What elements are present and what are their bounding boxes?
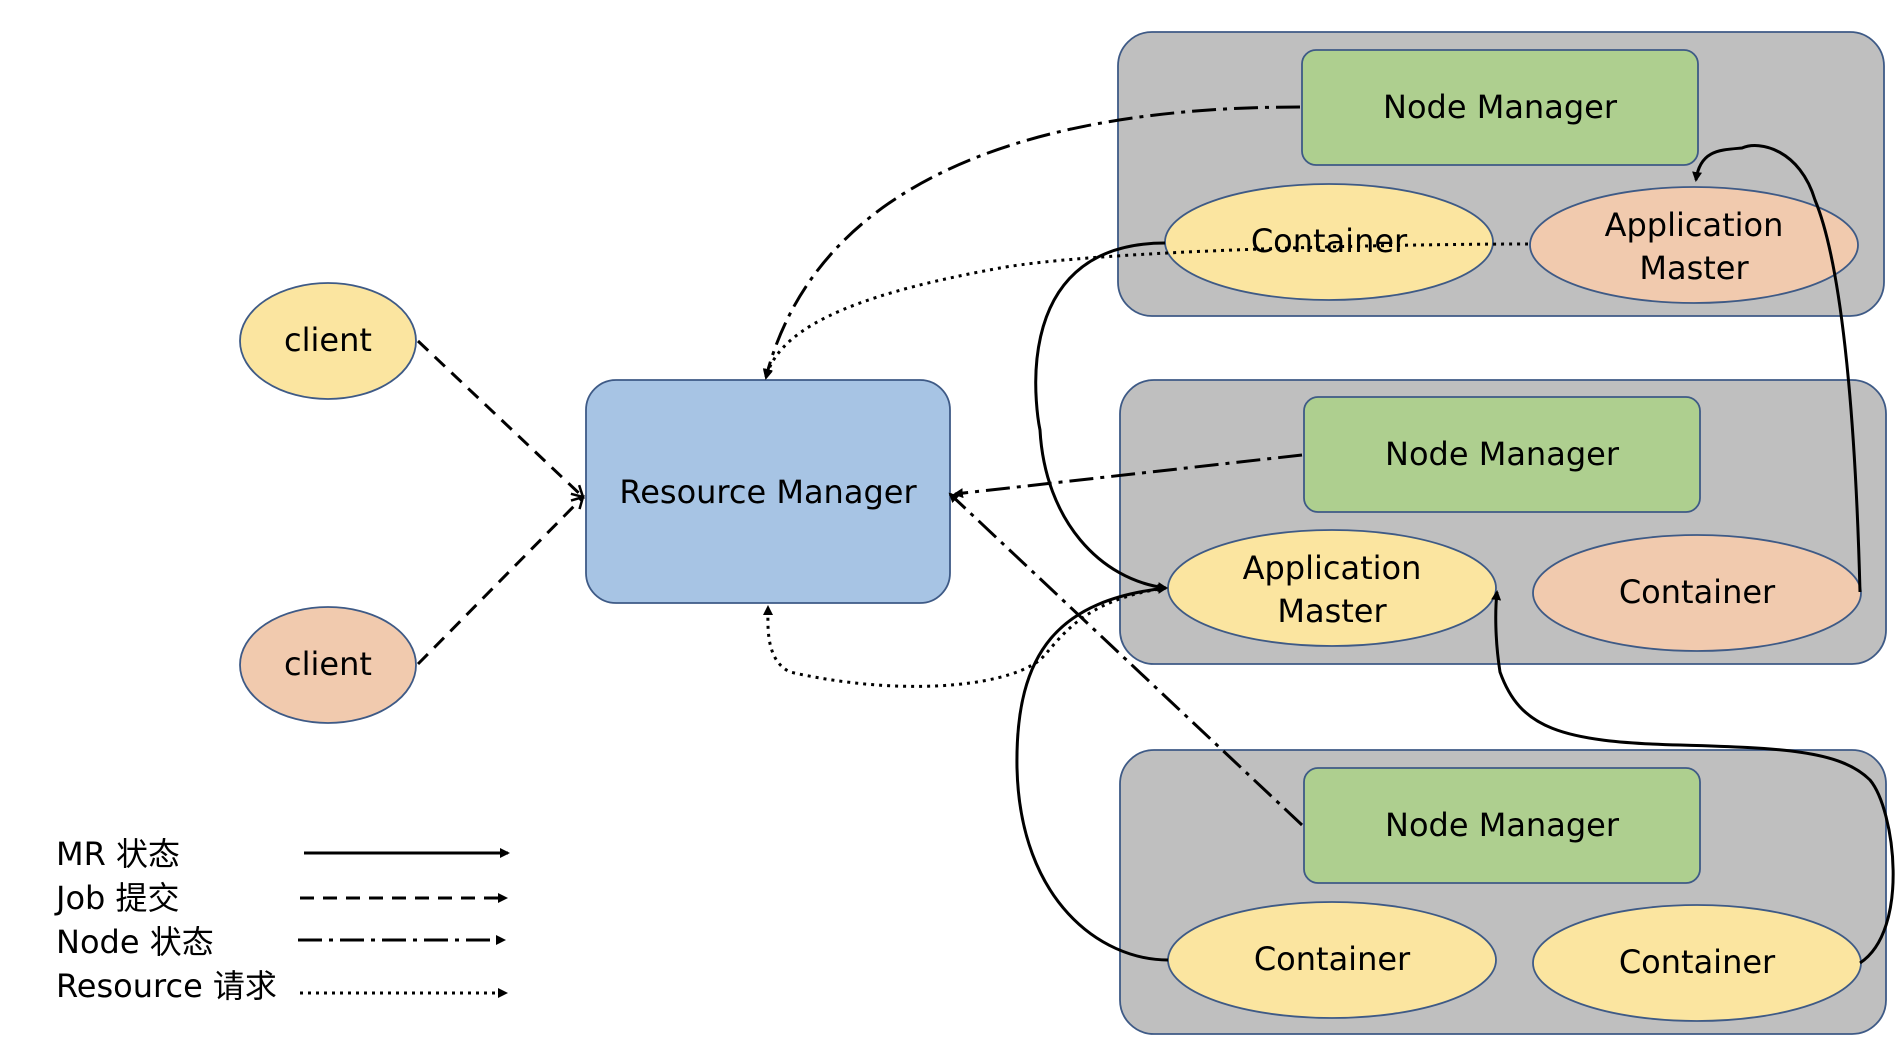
mr-status-arrow-node-2-container bbox=[1692, 144, 1862, 593]
node-3-container-left-label: Container bbox=[1254, 940, 1411, 978]
node-1-application-master-label-line1: Application bbox=[1605, 206, 1784, 244]
mr-status-arrow-node-1-container bbox=[1034, 241, 1168, 592]
node-2-application-master: Application Master bbox=[1167, 529, 1497, 647]
node-2-container-shape bbox=[1532, 534, 1862, 652]
node-1-application-master-label-line2: Master bbox=[1639, 249, 1749, 287]
node-2-application-master-label-line2: Master bbox=[1277, 592, 1387, 630]
mr-status-arrow-node-3-container-right bbox=[1491, 590, 1895, 965]
node-manager-3-label: Node Manager bbox=[1385, 806, 1620, 844]
legend-label-job-submit: Job 提交 bbox=[54, 879, 180, 917]
legend-item-mr-status: MR 状态 bbox=[56, 835, 510, 873]
resource-manager: Resource Manager bbox=[585, 379, 951, 604]
node-status-arrow-node-3 bbox=[948, 492, 1304, 827]
resource-request-arrow-node-1 bbox=[763, 242, 1529, 380]
node-manager-2-box bbox=[1303, 396, 1701, 513]
node-manager-1-label: Node Manager bbox=[1383, 88, 1618, 126]
node-status-arrow-node-1 bbox=[763, 105, 1301, 379]
node-manager-3: Node Manager bbox=[1303, 767, 1701, 884]
legend-item-job-submit: Job 提交 bbox=[54, 879, 508, 917]
client-2-shape bbox=[239, 606, 417, 724]
node-manager-1: Node Manager bbox=[1301, 49, 1699, 166]
client-1-shape bbox=[239, 282, 417, 400]
node-2-container-label: Container bbox=[1619, 573, 1776, 611]
job-submit-arrow-client-1 bbox=[416, 339, 585, 499]
node-2-application-master-shape bbox=[1167, 529, 1497, 647]
legend-item-resource-request: Resource 请求 bbox=[56, 967, 508, 1005]
node-status-arrow-node-2 bbox=[953, 453, 1303, 499]
job-submit-arrow-client-2 bbox=[416, 495, 585, 666]
resource-request-arrow-node-2 bbox=[762, 586, 1167, 688]
node-2-container: Container bbox=[1532, 534, 1862, 652]
node-1-application-master: Application Master bbox=[1529, 186, 1859, 304]
node-3-container-right-label: Container bbox=[1619, 943, 1776, 981]
node-manager-2: Node Manager bbox=[1303, 396, 1701, 513]
legend-label-node-status: Node 状态 bbox=[56, 923, 214, 961]
legend-label-mr-status: MR 状态 bbox=[56, 835, 180, 873]
node-2-application-master-label-line1: Application bbox=[1243, 549, 1422, 587]
client-2-label: client bbox=[284, 645, 372, 683]
node-1-application-master-shape bbox=[1529, 186, 1859, 304]
node-3-container-left: Container bbox=[1167, 901, 1497, 1019]
client-1: client bbox=[239, 282, 417, 400]
client-2: client bbox=[239, 606, 417, 724]
node-3-container-right: Container bbox=[1532, 904, 1862, 1022]
legend-item-node-status: Node 状态 bbox=[56, 923, 506, 961]
node-manager-3-box bbox=[1303, 767, 1701, 884]
mr-status-arrow-node-3-container-left bbox=[1015, 583, 1169, 962]
node-manager-1-box bbox=[1301, 49, 1699, 166]
legend-label-resource-request: Resource 请求 bbox=[56, 967, 277, 1005]
node-manager-2-label: Node Manager bbox=[1385, 435, 1620, 473]
node-1-container-label: Container bbox=[1251, 222, 1408, 260]
client-1-label: client bbox=[284, 321, 372, 359]
resource-manager-label: Resource Manager bbox=[619, 473, 917, 511]
legend: MR 状态 Job 提交 Node 状态 Resource 请求 bbox=[54, 835, 510, 1005]
resource-manager-box bbox=[585, 379, 951, 604]
